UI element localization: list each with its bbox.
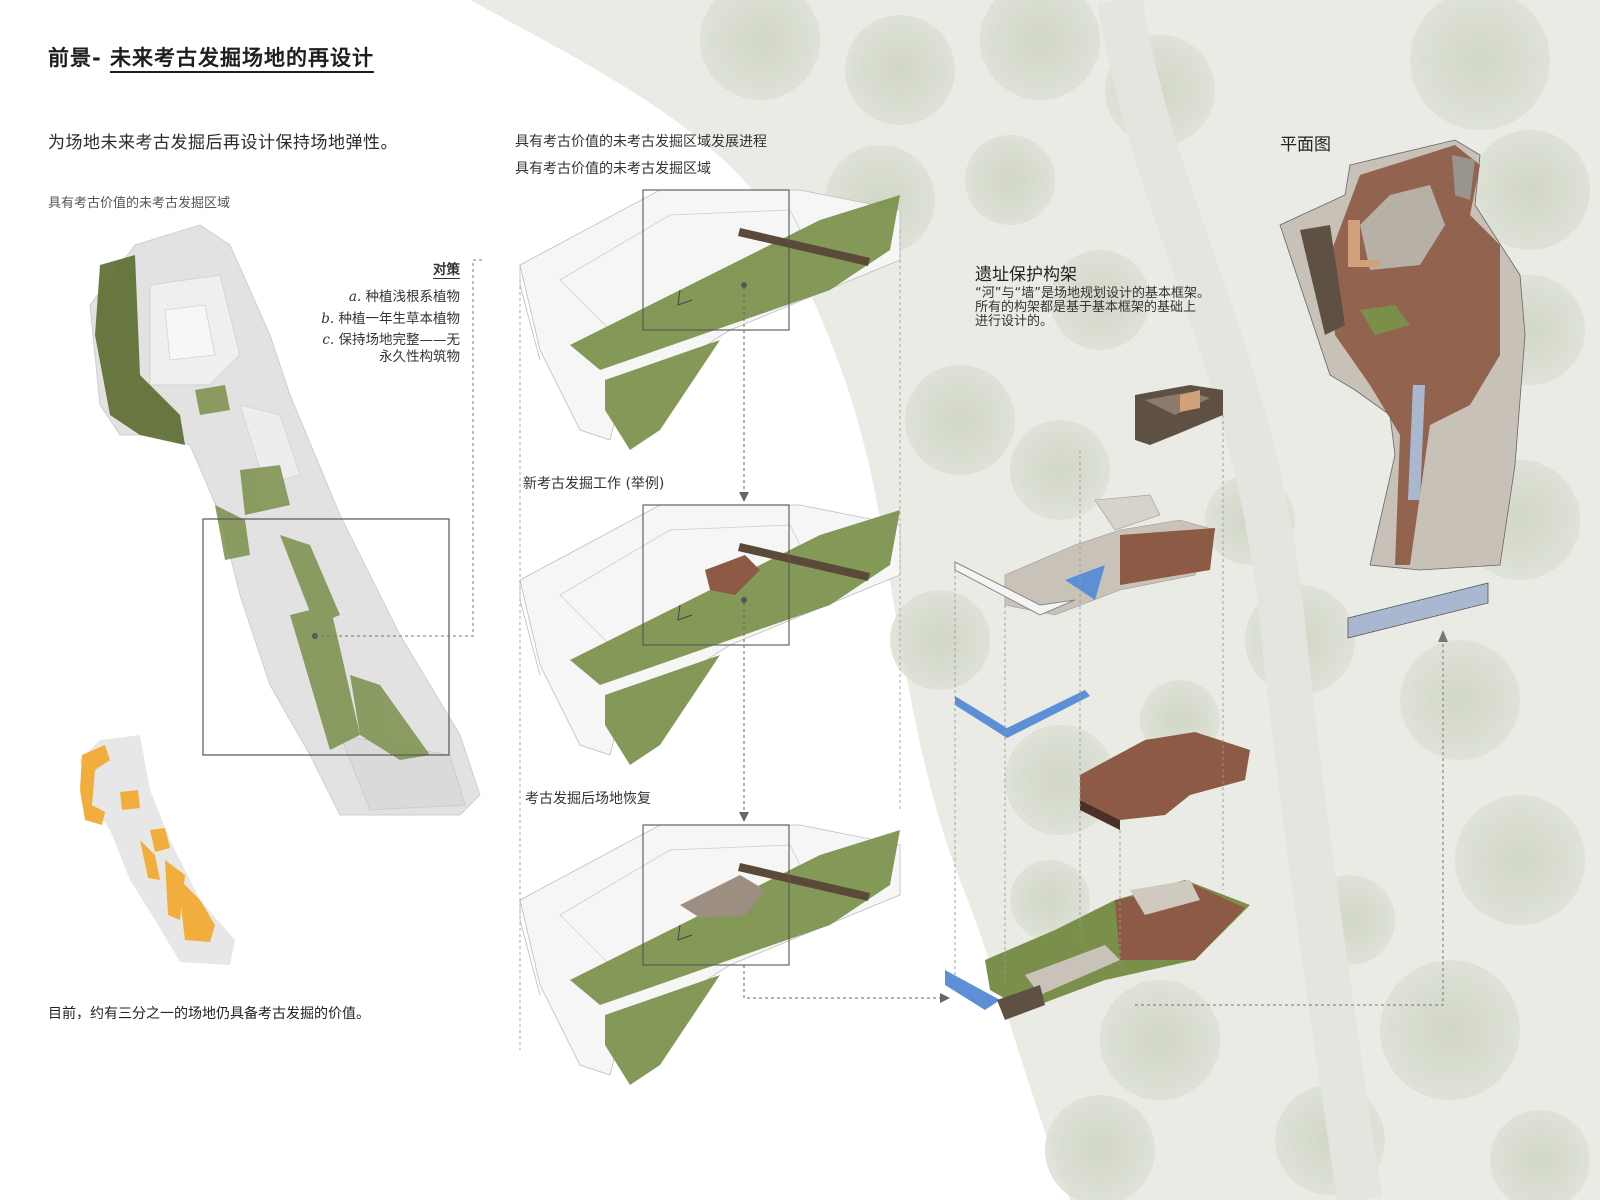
arrow-head <box>739 812 749 822</box>
stage-1-label: 具有考古价值的未考古发掘区域 <box>515 161 711 177</box>
archaeological-area-map <box>80 735 235 965</box>
grass-patch <box>240 465 290 515</box>
strategy-a-letter: a. <box>348 289 362 306</box>
guide-line <box>954 415 1224 980</box>
stage-2-label: 新考古发掘工作 (举例) <box>523 476 665 492</box>
bottom-note: 目前，约有三分之一的场地仍具备考古发掘的价值。 <box>48 1006 370 1022</box>
combined-layer <box>945 880 1250 1020</box>
strategy-a-text: 种植浅根系植物 <box>365 289 461 306</box>
orange-area <box>150 828 170 852</box>
plan-structure <box>1348 220 1380 267</box>
connector-line <box>315 259 485 637</box>
arrow-head <box>739 492 749 502</box>
grass-patch <box>280 535 340 625</box>
terrain-layer <box>1004 494 1216 616</box>
stage-2-axonometric <box>519 504 901 766</box>
frame-to-plan-connector <box>1135 630 1448 1006</box>
strategy-c-letter: c. <box>322 332 335 349</box>
orange-area <box>80 745 110 825</box>
site-plan-view <box>1279 139 1526 571</box>
strategy-b-text: 种植一年生草本植物 <box>338 310 461 327</box>
hedge-planting <box>95 255 185 445</box>
plan-river <box>1408 385 1425 500</box>
title-prefix: 前景- <box>48 46 102 70</box>
orange-area <box>180 880 215 942</box>
arrow-to-frame <box>743 965 948 999</box>
connector-line <box>1135 635 1444 1006</box>
arrow-head <box>940 993 950 1003</box>
river-detail-strip <box>1347 582 1489 639</box>
stage-3-label: 考古发掘后场地恢复 <box>525 791 651 807</box>
frame-description-line: “河”与“墙”是场地规划设计的基本框架。 <box>975 286 1210 301</box>
plan-wall <box>1300 225 1345 335</box>
protection-frame-layers <box>945 385 1250 1020</box>
orange-area <box>165 860 185 920</box>
orange-area <box>120 790 140 810</box>
grass-patch <box>195 385 230 415</box>
page-title: 前景- 未来考古发掘场地的再设计 <box>48 42 375 73</box>
frame-heading: 遗址保护构架 <box>975 265 1077 285</box>
strategy-c-text: 保持场地完整——无 <box>338 332 461 349</box>
plan-heading: 平面图 <box>1280 135 1331 155</box>
grass-patch <box>350 675 430 760</box>
page-subtitle: 为场地未来考古发掘后再设计保持场地弹性。 <box>48 133 398 153</box>
arrow-head <box>1438 630 1448 642</box>
frame-description-line: 所有的构架都是基于基本框架的基础上 <box>975 299 1197 315</box>
site-plan-diagram <box>89 224 485 816</box>
stage-3-axonometric <box>519 824 901 1086</box>
plan-hard-surface <box>1360 185 1445 270</box>
excavation-process-diagram <box>519 189 950 1086</box>
frame-description-line: 进行设计的。 <box>975 313 1054 329</box>
grass-patch <box>290 605 360 750</box>
title-main: 未来考古发掘场地的再设计 <box>110 46 375 73</box>
river-detail <box>1347 582 1489 639</box>
soil-layer <box>1080 732 1250 830</box>
strategy-panel: 对策 a. 种植浅根系植物 b. 种植一年生草本植物 c. 保持场地完整——无永… <box>292 262 460 370</box>
strategy-c-text-line2: 永久性构筑物 <box>379 348 460 365</box>
process-heading: 具有考古价值的未考古发掘区域发展进程 <box>515 134 767 150</box>
strategy-heading: 对策 <box>433 262 460 280</box>
unexcavated-area-label: 具有考古价值的未考古发掘区域 <box>48 196 231 211</box>
wall-layer <box>1135 385 1223 445</box>
frame-description: “河”与“墙”是场地规划设计的基本框架。 所有的构架都是基于基本框架的基础上 进… <box>975 287 1265 328</box>
orange-area <box>140 840 160 880</box>
river-layer <box>955 690 1090 738</box>
strategy-b-letter: b. <box>321 310 335 327</box>
river-frame-layer <box>954 561 1076 616</box>
plan-gravel <box>1452 155 1475 200</box>
focus-frame <box>202 518 450 756</box>
stage-1-axonometric <box>519 189 901 451</box>
plan-grass <box>1360 305 1410 335</box>
